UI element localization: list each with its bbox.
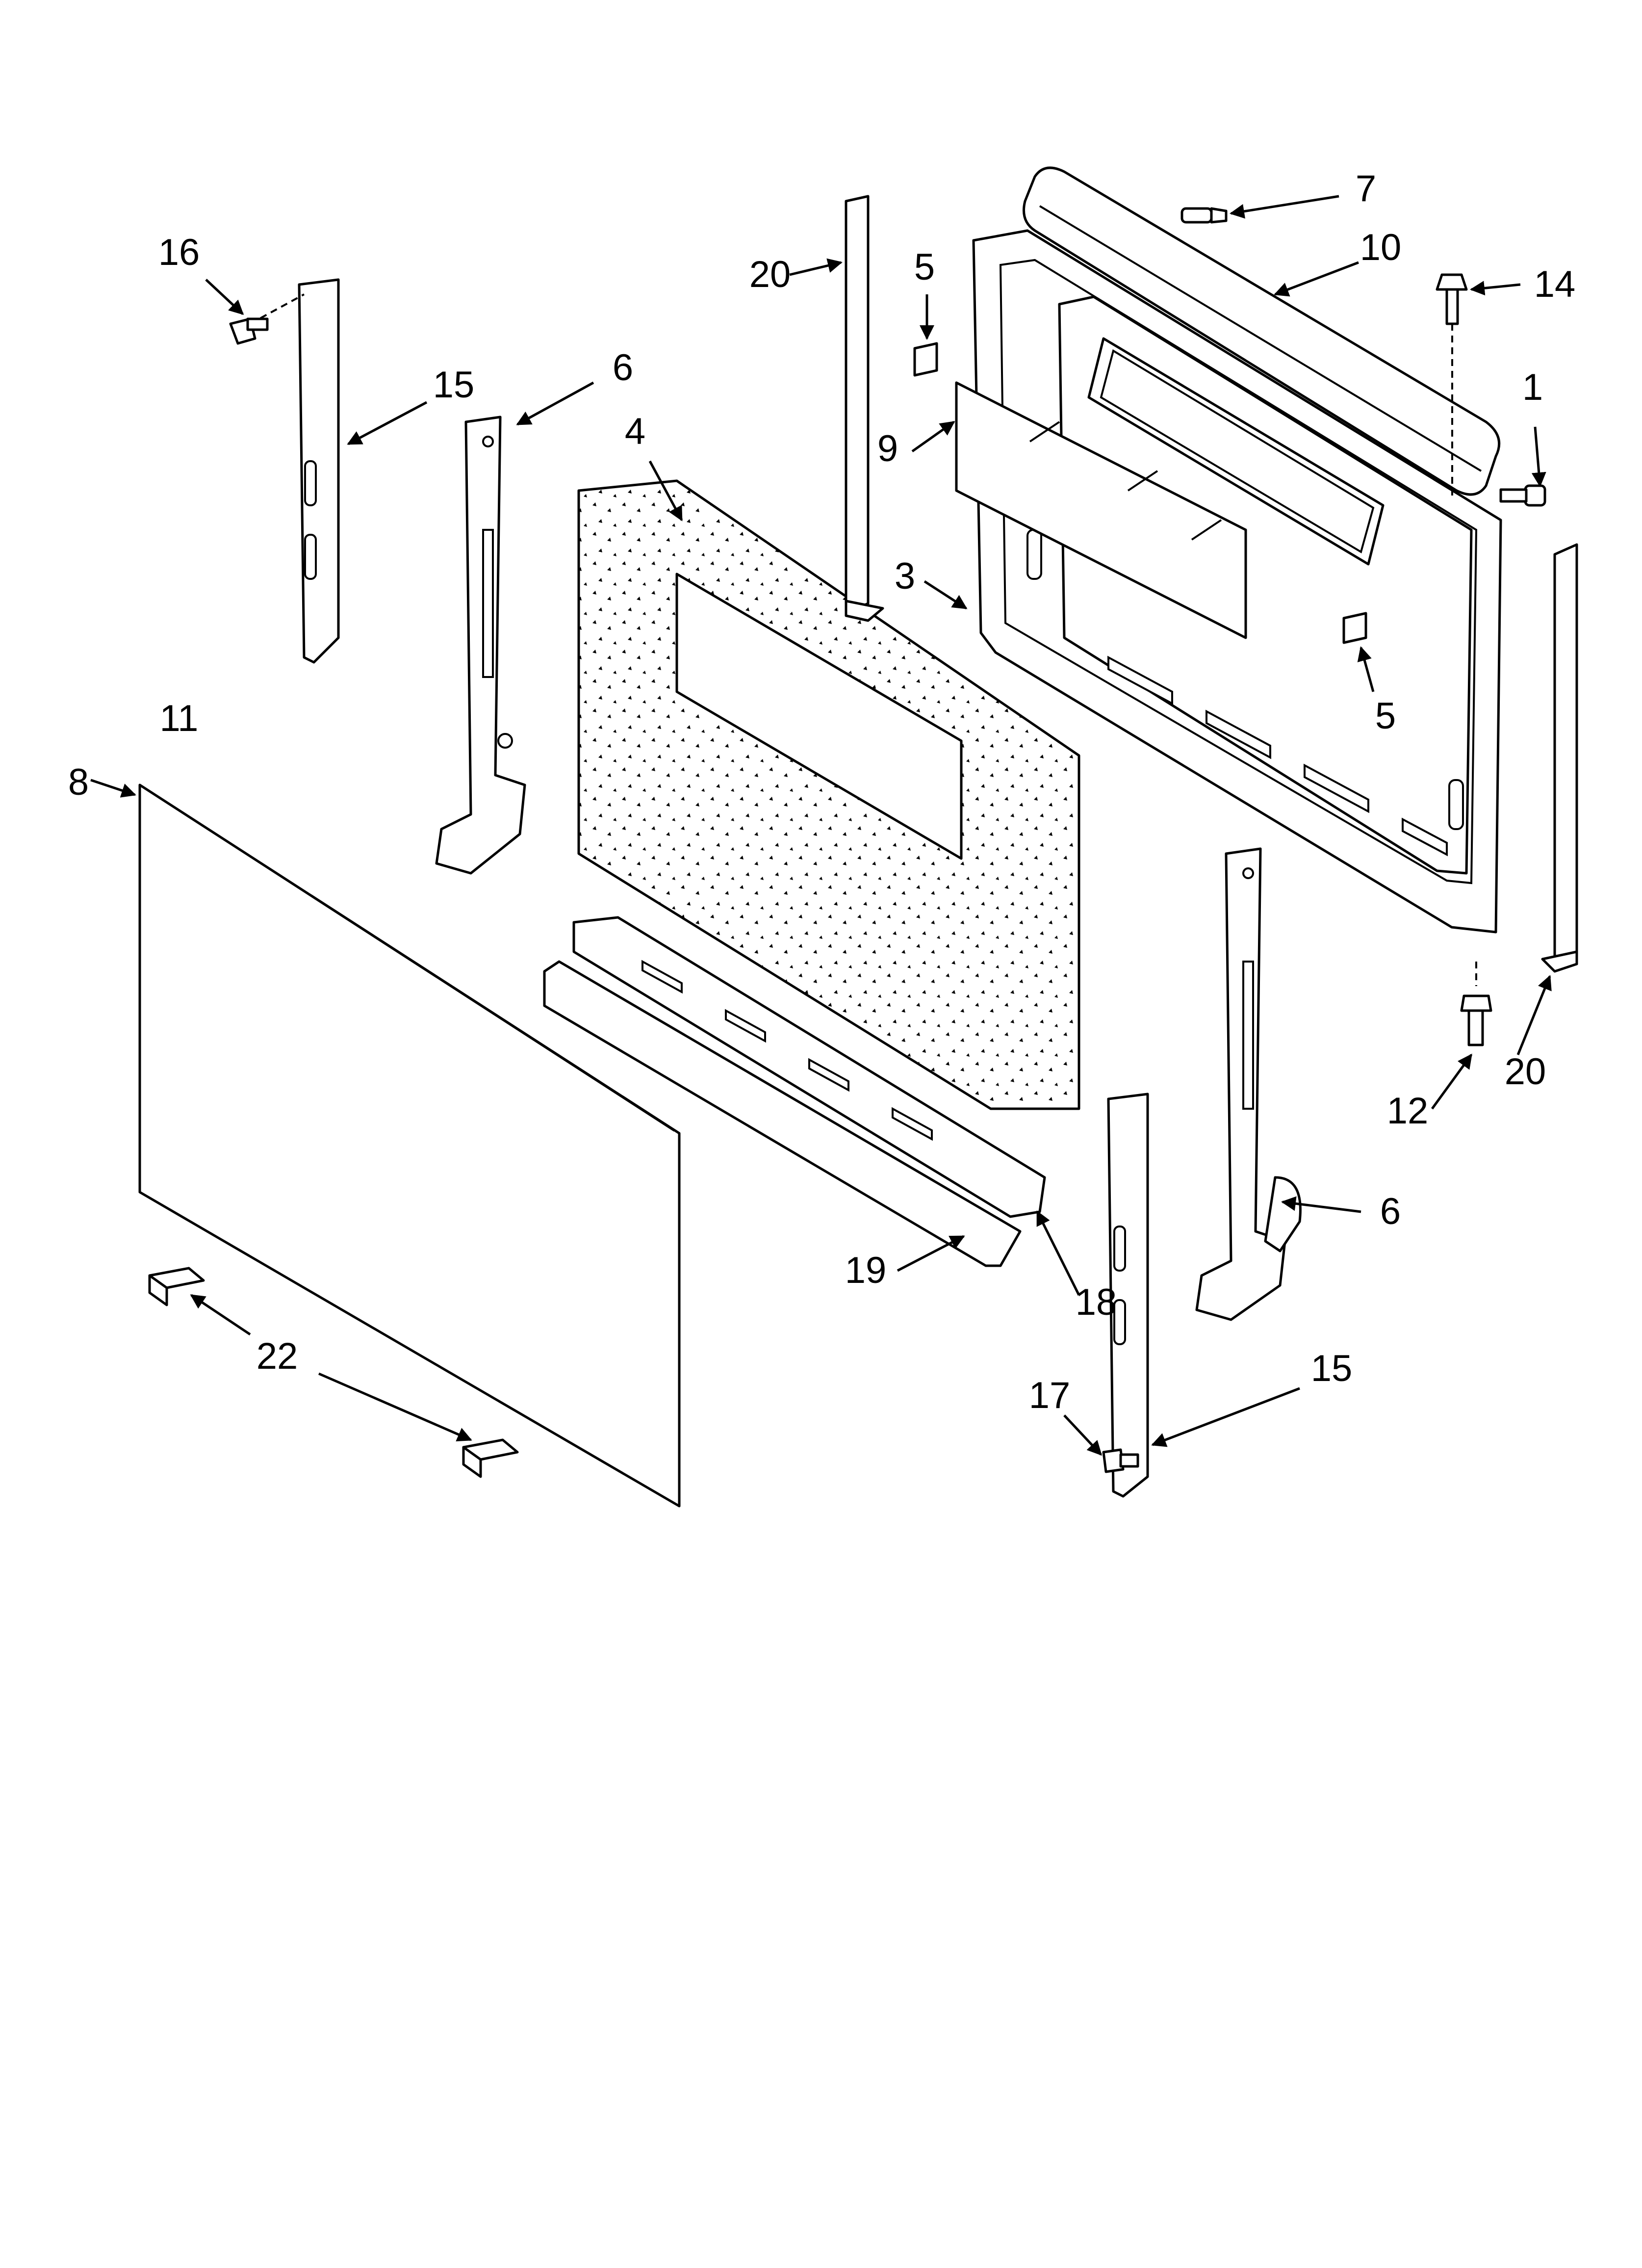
door-insulation-panel (577, 479, 1080, 1110)
clip-22-right (462, 1438, 519, 1478)
hinge-receiver-left (250, 278, 340, 664)
callout-15-right: 15 (1311, 1348, 1353, 1389)
hinge-arm-left (435, 416, 526, 875)
callout-10: 10 (1360, 227, 1402, 268)
callout-19: 19 (845, 1250, 887, 1291)
callout-8: 8 (68, 761, 89, 803)
hinge-receiver-right (1107, 1093, 1149, 1498)
top-door-trim (1023, 166, 1501, 496)
clip-22-left (148, 1267, 205, 1306)
clip-5-top (913, 342, 938, 377)
screw-7 (1180, 207, 1228, 224)
callout-14: 14 (1534, 263, 1576, 305)
callout-5-top: 5 (914, 246, 935, 288)
bottom-door-trim (543, 960, 1022, 1267)
callout-1: 1 (1522, 366, 1543, 408)
side-channel-right (1541, 543, 1578, 973)
hinge-arm-right (1195, 847, 1302, 1321)
side-channel-left (845, 195, 884, 622)
callout-9: 9 (877, 428, 898, 469)
callout-4: 4 (625, 411, 645, 452)
screw-16 (229, 317, 269, 345)
callout-labels: 16 15 6 4 20 5 9 3 7 10 14 1 5 11 8 20 1… (68, 168, 1575, 1416)
callout-22: 22 (257, 1335, 298, 1377)
callout-16: 16 (158, 232, 200, 273)
outer-door-glass (138, 783, 681, 1508)
screw-14 (1436, 273, 1468, 500)
callout-6-left: 6 (613, 347, 633, 389)
callout-18: 18 (1076, 1281, 1117, 1323)
frame-window-opening (1087, 337, 1385, 566)
callout-11: 11 (160, 698, 199, 739)
callout-12: 12 (1387, 1090, 1429, 1132)
clip-5-right (1342, 612, 1367, 644)
screw-1 (1499, 484, 1546, 507)
callout-15-left: 15 (433, 364, 475, 406)
callout-17: 17 (1029, 1375, 1071, 1416)
callout-7: 7 (1356, 168, 1376, 209)
leader-lines (90, 195, 1552, 1456)
callout-20-top: 20 (749, 254, 791, 295)
screw-12 (1460, 962, 1492, 1046)
callout-3: 3 (895, 555, 915, 597)
callout-5-right: 5 (1375, 695, 1396, 737)
screw-17 (1102, 1448, 1139, 1473)
door-glass-panel (955, 381, 1247, 639)
callout-6-right: 6 (1380, 1191, 1401, 1232)
callout-20-right: 20 (1505, 1051, 1546, 1093)
